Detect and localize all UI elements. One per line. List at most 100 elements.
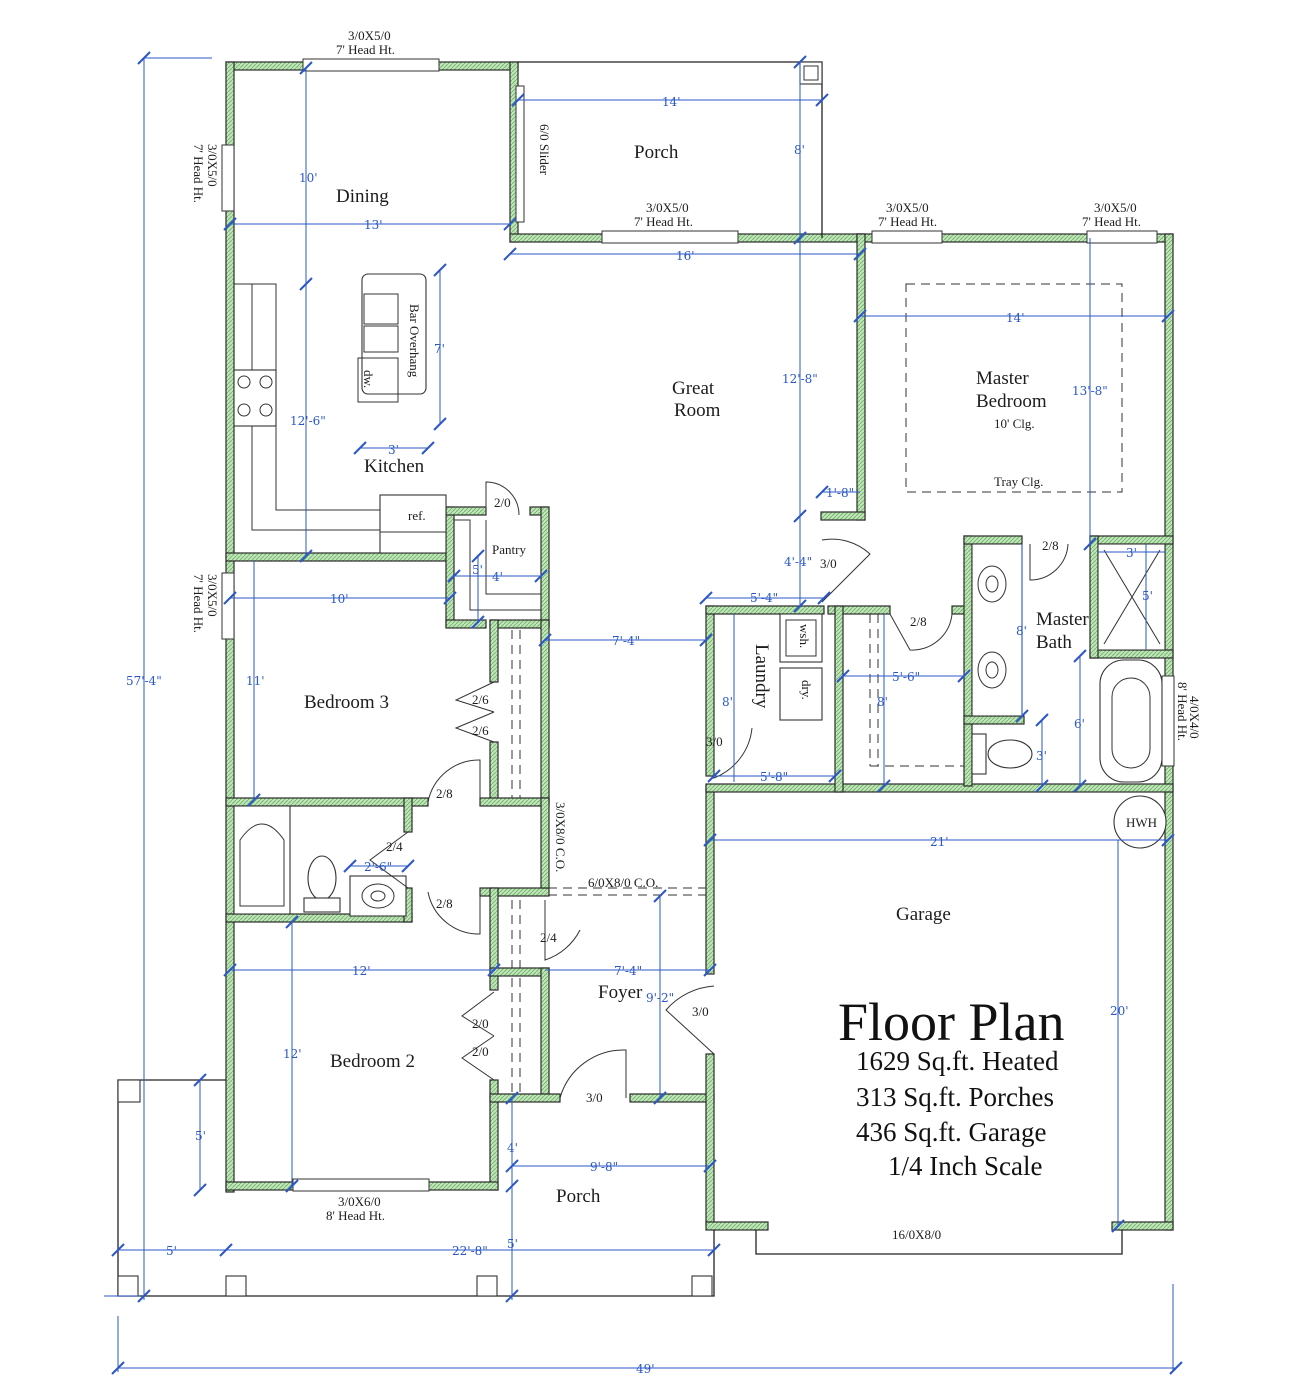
room-master-bed-2: Bedroom: [976, 391, 1047, 412]
cased-opening-label: 6/0X8/0 C.O.: [588, 875, 658, 890]
window-label: 4/0X4/0: [1187, 696, 1202, 739]
door-label: 2/0: [472, 1044, 489, 1059]
window-label: 7' Head Ht.: [336, 42, 395, 57]
dim-label: 6': [1074, 717, 1085, 731]
dim-label: 8': [794, 143, 805, 157]
dim-label: 22'-8": [452, 1244, 488, 1258]
window-label: 7' Head Ht.: [1082, 214, 1141, 229]
dim-label: 8': [1016, 624, 1027, 638]
window-label: 7' Head Ht.: [191, 574, 206, 633]
window-label: 8' Head Ht.: [326, 1208, 385, 1223]
dim-label: 5': [166, 1244, 177, 1258]
dim-label: 5': [1142, 589, 1153, 603]
window-label: 3/0X5/0: [348, 28, 391, 43]
dim-label: 11': [246, 674, 265, 688]
door-label: 2/8: [436, 896, 453, 911]
door-label: 2/6: [472, 723, 489, 738]
dim-label: 14': [662, 95, 681, 109]
dim-label: 10': [330, 592, 349, 606]
room-master-bath-1: Master: [1036, 609, 1089, 630]
dim-label: 3': [1036, 749, 1047, 763]
window-label: 7' Head Ht.: [634, 214, 693, 229]
fixture-labels: ref. dw. Bar Overhang wsh. dry. HWH: [361, 304, 1157, 830]
dim-label: 7'-4": [614, 964, 642, 978]
heated-area: 1629 Sq.ft. Heated: [856, 1046, 1059, 1076]
door-label: 2/8: [910, 614, 927, 629]
dim-label: 13': [364, 218, 383, 232]
dim-label: 12': [283, 1047, 302, 1061]
cased-opening-label: 3/0X8/0 C.O.: [553, 802, 568, 872]
porch-outlines: [117, 61, 1123, 1297]
door-label: 2/4: [386, 839, 403, 854]
dim-label: 8': [877, 695, 888, 709]
bar-overhang-label: Bar Overhang: [407, 304, 422, 378]
dimension-labels: 14' 8' 10' 13' 16' 14' 13'-8" 12'-8" 7' …: [126, 95, 1153, 1376]
dim-label: 9'-2": [646, 991, 674, 1005]
tray-ceiling-note: Tray Clg.: [994, 474, 1043, 489]
room-master-bed-1: Master: [976, 368, 1029, 389]
dim-label: 57'-4": [126, 674, 162, 688]
garage-area: 436 Sq.ft. Garage: [856, 1117, 1046, 1147]
window-label: 8' Head Ht.: [1175, 682, 1190, 741]
dim-label: 3': [1126, 546, 1137, 560]
door-label: 3/0: [692, 1004, 709, 1019]
window-label: 3/0X5/0: [205, 144, 220, 187]
plan-summary: Floor Plan 1629 Sq.ft. Heated 313 Sq.ft.…: [838, 992, 1065, 1181]
dim-label: 10': [299, 171, 318, 185]
dim-label: 5': [472, 563, 483, 577]
room-bedroom-2: Bedroom 2: [330, 1051, 415, 1072]
room-master-bath-2: Bath: [1036, 632, 1072, 653]
dimension-lines: [104, 57, 1176, 1372]
window-label: 3/0X5/0: [646, 200, 689, 215]
dim-label: 4': [492, 570, 503, 584]
windows: [221, 58, 1175, 1192]
dim-label: 13'-8": [1072, 384, 1108, 398]
room-kitchen: Kitchen: [364, 456, 425, 477]
door-swings: [369, 481, 1069, 1099]
dim-label: 12'-8": [782, 372, 818, 386]
dim-label: 5': [195, 1129, 206, 1143]
room-great-2: Room: [674, 400, 721, 421]
master-ceiling-note: 10' Clg.: [994, 416, 1035, 431]
porches-area: 313 Sq.ft. Porches: [856, 1082, 1054, 1112]
opening-labels: 3/0X5/0 7' Head Ht. 3/0X5/0 7' Head Ht. …: [191, 28, 1202, 1242]
slider-label: 6/0 Slider: [537, 124, 552, 176]
window-label: 3/0X5/0: [886, 200, 929, 215]
dim-label: 1'-8": [826, 486, 854, 500]
door-label: 2/6: [472, 692, 489, 707]
dim-label: 14': [1006, 311, 1025, 325]
dim-label: 21': [930, 835, 949, 849]
dim-label: 12': [352, 964, 371, 978]
door-label: 2/8: [436, 786, 453, 801]
door-label: 2/8: [1042, 538, 1059, 553]
room-bedroom-3: Bedroom 3: [304, 692, 389, 713]
dim-label: 49': [636, 1362, 655, 1376]
window-label: 3/0X5/0: [1094, 200, 1137, 215]
fixtures: [233, 273, 1167, 1094]
room-laundry: Laundry: [751, 644, 772, 709]
room-labels: Dining Porch Great Room Kitchen Master B…: [304, 142, 1089, 1207]
dim-label: 20': [1110, 1004, 1129, 1018]
window-label: 3/0X6/0: [338, 1194, 381, 1209]
dimension-ticks: [111, 51, 1183, 1375]
dim-label: 5'-6": [892, 670, 920, 684]
door-label: 2/4: [540, 930, 557, 945]
door-label: 3/0: [820, 556, 837, 571]
dim-label: 9'-8": [590, 1160, 618, 1174]
dim-label: 3': [388, 443, 399, 457]
plan-title: Floor Plan: [838, 992, 1065, 1052]
room-porch-front: Porch: [556, 1186, 601, 1207]
room-garage: Garage: [896, 904, 951, 925]
water-heater-label: HWH: [1126, 815, 1157, 830]
dim-label: 2'-6": [364, 860, 392, 874]
window-label: 7' Head Ht.: [191, 144, 206, 203]
dryer-label: dry.: [799, 680, 814, 700]
door-label: 2/0: [472, 1016, 489, 1031]
dim-label: 4': [507, 1141, 518, 1155]
room-dining: Dining: [336, 186, 389, 207]
window-label: 3/0X5/0: [205, 574, 220, 617]
dim-label: 7': [434, 342, 445, 356]
washer-label: wsh.: [797, 624, 812, 648]
room-foyer: Foyer: [598, 982, 643, 1003]
